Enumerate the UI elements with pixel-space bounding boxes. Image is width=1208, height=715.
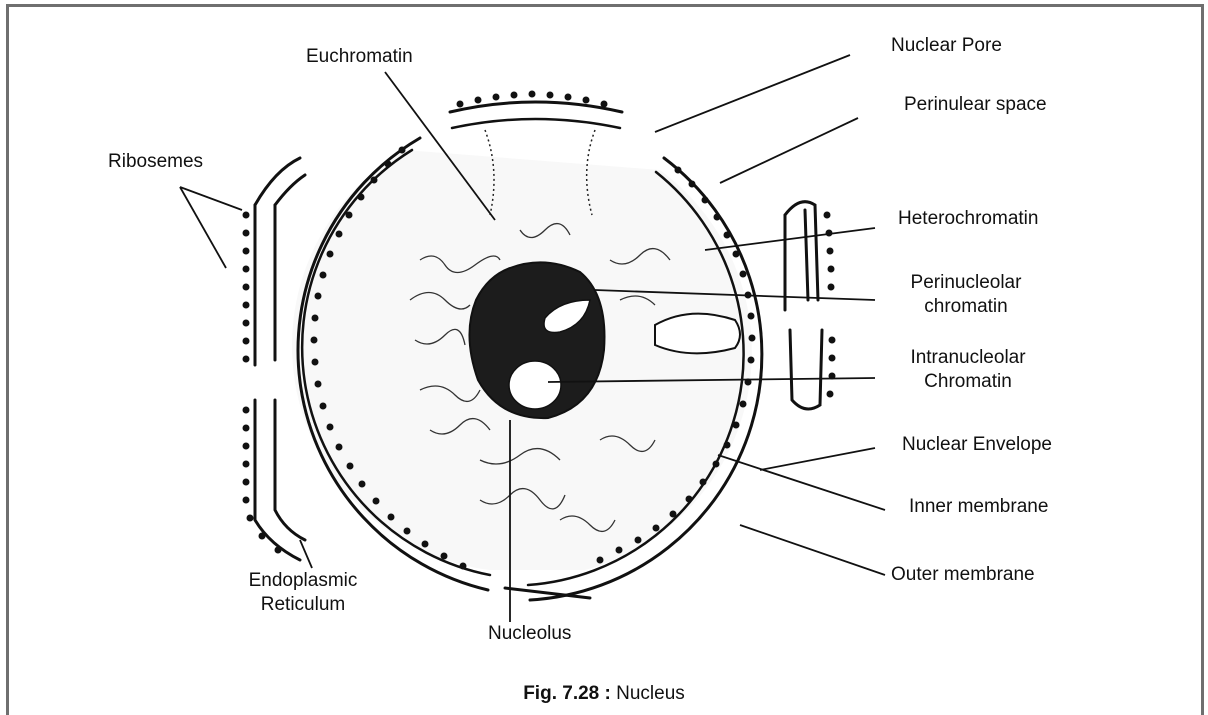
label-perinucleolar-line2: chromatin (898, 295, 1034, 319)
leader-outer-membrane (740, 525, 885, 575)
envelope-top-outer (450, 102, 622, 112)
er-right-ribosomes (824, 212, 836, 398)
envelope-top-inner (452, 119, 620, 128)
label-inner-membrane: Inner membrane (909, 495, 1048, 519)
label-heterochromatin: Heterochromatin (898, 207, 1038, 231)
label-nuclear-envelope: Nuclear Envelope (902, 433, 1052, 457)
leader-inner-membrane (718, 455, 885, 510)
label-endoplasmic-line2: Reticulum (235, 593, 371, 617)
label-endoplasmic-line1: Endoplasmic (235, 569, 371, 593)
label-ribosomes: Ribosemes (108, 150, 203, 174)
caption-figure-number: Fig. 7.28 : (523, 683, 611, 704)
label-intranucleolar-chromatin: Intranucleolar Chromatin (898, 346, 1038, 394)
leader-perinuclear-space (720, 118, 858, 183)
leader-ribosomes-b (180, 187, 226, 268)
label-intranucleolar-line1: Intranucleolar (898, 346, 1038, 370)
leader-endoplasmic-reticulum (300, 540, 312, 568)
leader-nuclear-envelope (760, 448, 875, 470)
nucleolus-vacuole (509, 361, 561, 409)
leader-nuclear-pore (655, 55, 850, 132)
leader-ribosomes-a (180, 187, 242, 210)
label-nucleolus: Nucleolus (488, 622, 571, 646)
label-endoplasmic-reticulum: Endoplasmic Reticulum (235, 569, 371, 617)
label-perinucleolar-chromatin: Perinucleolar chromatin (898, 271, 1034, 319)
label-perinuclear-space: Perinulear space (904, 93, 1047, 117)
figure-caption: Fig. 7.28 : Nucleus (0, 683, 1208, 705)
label-intranucleolar-line2: Chromatin (898, 370, 1038, 394)
label-euchromatin: Euchromatin (306, 45, 413, 69)
label-outer-membrane: Outer membrane (891, 563, 1035, 587)
label-perinucleolar-line1: Perinucleolar (898, 271, 1034, 295)
perinuclear-vesicle (655, 314, 740, 354)
label-nuclear-pore: Nuclear Pore (891, 34, 1002, 58)
caption-title: Nucleus (616, 683, 685, 704)
